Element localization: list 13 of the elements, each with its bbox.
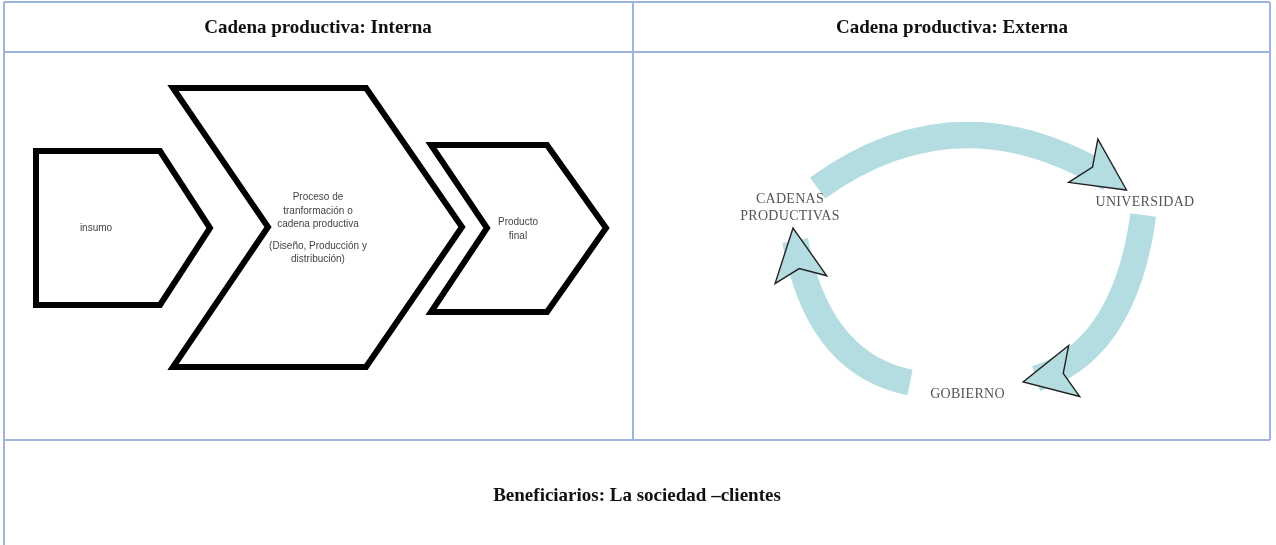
step-text: Producto final	[497, 215, 539, 242]
cycle-label: CADENAS PRODUCTIVAS	[739, 191, 841, 225]
step-text: Proceso de tranformación o cadena productiva	[276, 190, 360, 231]
table-header: Cadena productiva: Interna	[204, 16, 432, 38]
step-text: (Diseño, Producción y distribución)	[268, 238, 368, 266]
cycle-label: UNIVERSIDAD	[1095, 194, 1195, 211]
table-header: Cadena productiva: Externa	[836, 16, 1068, 38]
chevron-step	[428, 142, 609, 315]
table-header: Beneficiarios: La sociedad –clientes	[493, 484, 781, 506]
cycle-label: GOBIERNO	[930, 385, 1005, 403]
curved-block-arrow	[1019, 212, 1157, 395]
step-text: insumo	[78, 221, 114, 235]
chevron-step	[33, 148, 213, 308]
